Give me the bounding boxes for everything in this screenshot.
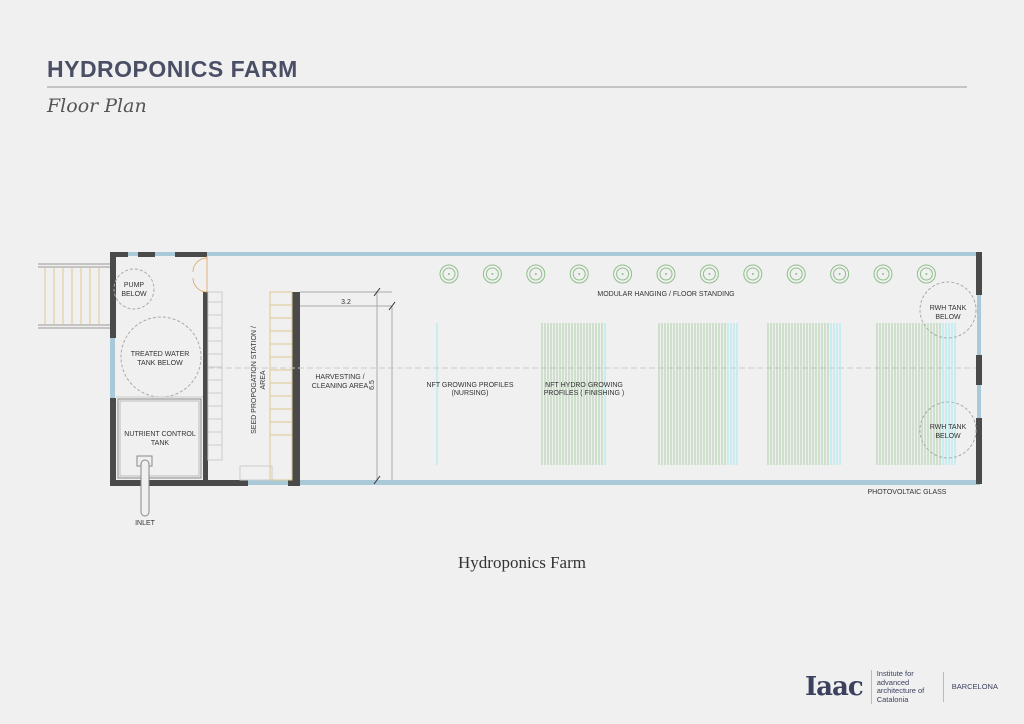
planter-center bbox=[882, 273, 884, 275]
page-title: HYDROPONICS FARM bbox=[47, 56, 298, 82]
logo-city: BARCELONA bbox=[942, 672, 998, 702]
planter-center bbox=[448, 273, 450, 275]
nft-profiles bbox=[436, 323, 956, 465]
planter-inner bbox=[659, 267, 673, 281]
dimension-length: 6.5 bbox=[369, 380, 376, 390]
planter-center bbox=[665, 273, 667, 275]
walls bbox=[110, 252, 982, 486]
planter-center bbox=[708, 273, 711, 275]
planter-outer bbox=[830, 264, 850, 284]
planter-outer bbox=[916, 264, 936, 284]
planter-outer bbox=[569, 264, 589, 284]
planter-center bbox=[578, 273, 581, 275]
planter-inner bbox=[833, 267, 847, 281]
door bbox=[192, 256, 208, 293]
iaac-logo: Iaac Institute for advanced architecture… bbox=[805, 669, 998, 704]
planter-inner bbox=[702, 267, 716, 281]
modular-planters bbox=[439, 264, 936, 284]
figure-caption: Hydroponics Farm bbox=[458, 553, 586, 572]
harvesting-label: HARVESTING /CLEANING AREA bbox=[312, 374, 369, 390]
planter-center bbox=[621, 273, 624, 275]
dimension-width: 3.2 bbox=[341, 299, 351, 306]
planter-center bbox=[751, 273, 754, 275]
pump-circle bbox=[113, 268, 155, 310]
planter-inner bbox=[616, 267, 630, 281]
logo-institute: Institute for advanced architecture of C… bbox=[870, 669, 939, 704]
planter-center bbox=[491, 273, 494, 275]
planter-outer bbox=[439, 264, 459, 284]
logo-mark: Iaac bbox=[805, 672, 864, 702]
planter-inner bbox=[442, 267, 456, 281]
planter-inner bbox=[789, 267, 803, 281]
planter-outer bbox=[699, 264, 719, 284]
planter-inner bbox=[876, 267, 890, 281]
rwh-tank-bottom bbox=[919, 401, 977, 459]
planter-center bbox=[795, 273, 798, 275]
planter-center bbox=[534, 273, 537, 275]
planter-outer bbox=[656, 264, 676, 284]
nft-nursing-label: NFT GROWING PROFILES(NURSING) bbox=[427, 382, 514, 397]
planter-outer bbox=[613, 264, 633, 284]
planter-inner bbox=[485, 267, 499, 281]
planter-center bbox=[925, 273, 928, 275]
photovoltaic-label: PHOTOVOLTAIC GLASS bbox=[868, 489, 947, 496]
planter-outer bbox=[482, 264, 502, 284]
entrance-stairs bbox=[38, 263, 110, 329]
dimension-lines bbox=[300, 287, 396, 485]
rwh-tank-top bbox=[919, 281, 977, 339]
planter-inner bbox=[919, 267, 933, 281]
planter-inner bbox=[529, 267, 543, 281]
modular-label: MODULAR HANGING / FLOOR STANDING bbox=[597, 291, 734, 298]
planter-outer bbox=[526, 264, 546, 284]
nutrient-control-tank bbox=[116, 396, 203, 517]
seed-station-shelves bbox=[207, 291, 293, 481]
page-subtitle: Floor Plan bbox=[47, 95, 147, 117]
planter-outer bbox=[786, 264, 806, 284]
inlet-label: INLET bbox=[135, 520, 156, 527]
planter-outer bbox=[743, 264, 763, 284]
planter-outer bbox=[873, 264, 893, 284]
seed-station-label: SEED PROPOGATION STATION /AREA bbox=[251, 326, 267, 434]
planter-center bbox=[838, 273, 841, 275]
planter-inner bbox=[572, 267, 586, 281]
planter-inner bbox=[746, 267, 760, 281]
title-divider bbox=[47, 86, 967, 88]
